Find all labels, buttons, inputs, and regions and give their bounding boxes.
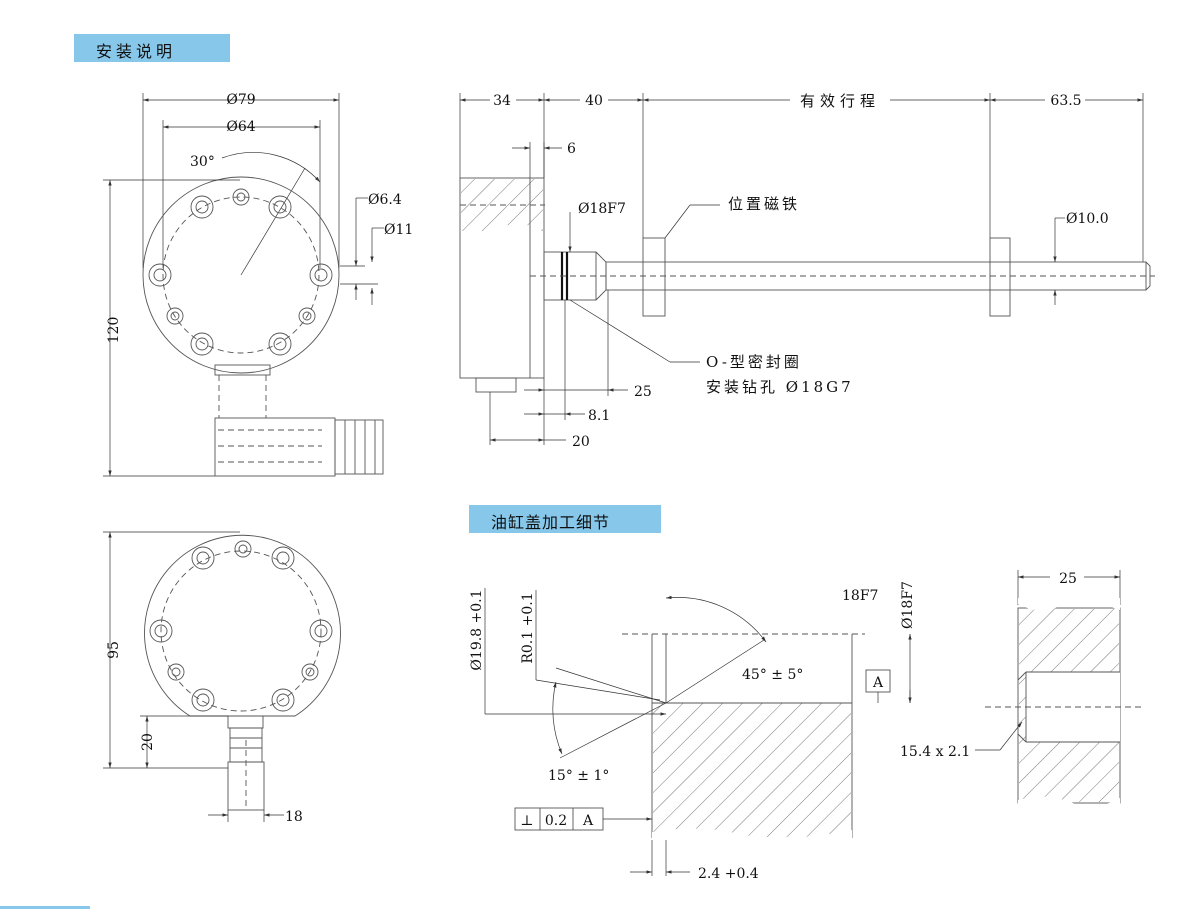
magnet-label: 位置磁铁: [728, 195, 800, 213]
fit-dia: Ø18F7: [900, 581, 916, 629]
dim-6: 6: [567, 141, 576, 157]
datum-a: A: [872, 675, 884, 691]
top-left-flange-view: Ø79 Ø64 30° Ø6.4 Ø11: [103, 92, 413, 477]
stroke-label: 有效行程: [800, 92, 880, 110]
dim-height-bottom: 95: [106, 641, 122, 659]
dim-bore: Ø18F7: [578, 201, 626, 217]
bolt-holes-bottom: [149, 540, 333, 712]
groove-detail: 25 15.4 x 2.1: [900, 569, 1145, 812]
dim-63-5: 63.5: [1050, 93, 1081, 109]
dim-pcd: Ø64: [226, 119, 255, 135]
dim-2-4: 2.4 +0.4: [698, 866, 759, 882]
groove-size: 15.4 x 2.1: [900, 744, 970, 760]
dim-40: 40: [585, 93, 603, 109]
side-view-sensor: 34 40 有效行程 63.5 6 Ø18F7 位置磁铁: [459, 92, 1155, 450]
tolerance-frame: ⊥ 0.2 A: [514, 807, 652, 831]
bottom-left-flange-view: 95 20 18: [103, 531, 341, 825]
dim-18: 18: [285, 809, 303, 825]
tol-value: 0.2: [545, 813, 567, 829]
tol-datum: A: [582, 813, 594, 829]
dim-outer: Ø79: [226, 92, 255, 108]
angle-15: 15° ± 1°: [548, 768, 609, 784]
dim-20: 20: [572, 434, 590, 450]
dim-34: 34: [493, 93, 511, 109]
dim-rod: Ø10.0: [1066, 211, 1109, 227]
bolt-holes: [148, 188, 333, 356]
drill-label: 安装钻孔 Ø18G7: [706, 378, 854, 396]
section-title-cap-detail: 油缸盖加工细节: [469, 505, 661, 533]
section-title-install: 安装说明: [74, 34, 230, 62]
footer-bar: [0, 906, 90, 909]
cap-detail-section: Ø19.8 +0.1 R0.1 +0.1 45° ± 5° 15° ± 1° 1…: [469, 581, 916, 882]
dim-height: 120: [106, 317, 122, 344]
oring-label: O-型密封圈: [706, 353, 802, 371]
tol-symbol: ⊥: [520, 813, 533, 829]
dim-8-1: 8.1: [588, 408, 610, 424]
dim-25: 25: [634, 384, 652, 400]
angle-45: 45° ± 5°: [742, 667, 803, 683]
dim-hole: Ø6.4: [368, 192, 402, 208]
fit-18f7: 18F7: [842, 588, 878, 604]
dim-25-groove: 25: [1059, 571, 1077, 587]
dim-r: R0.1 +0.1: [520, 592, 536, 663]
dim-19-8: Ø19.8 +0.1: [469, 589, 485, 670]
dim-counterbore: Ø11: [384, 222, 413, 238]
angle-30: 30°: [190, 154, 215, 170]
dim-20-bottom: 20: [140, 733, 156, 751]
